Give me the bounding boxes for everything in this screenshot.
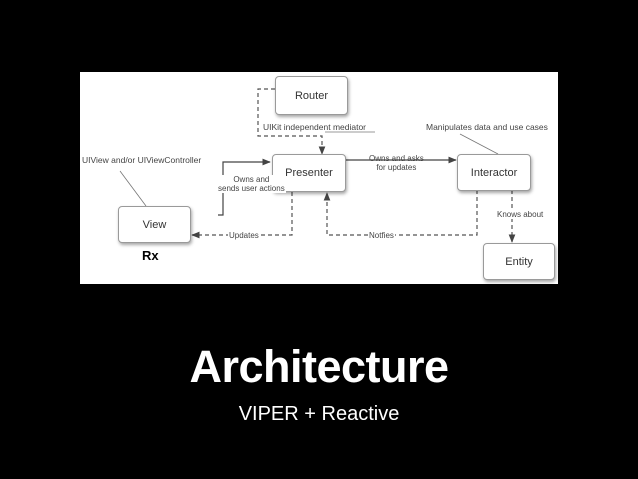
presenter-interactor-label-line1: Owns and asks bbox=[369, 154, 424, 163]
presenter-interactor-label-line2: for updates bbox=[376, 163, 417, 172]
view-node: View bbox=[118, 206, 191, 243]
router-note: UIKit independent mediator bbox=[263, 122, 367, 132]
router-presenter-edge bbox=[257, 88, 326, 155]
router-node: Router bbox=[275, 76, 348, 115]
view-presenter-label: Owns and sends user actions bbox=[217, 175, 286, 193]
presenter-interactor-label: Owns and asks for updates bbox=[369, 154, 424, 172]
viper-diagram: Router Presenter Interactor View Entity … bbox=[80, 72, 558, 284]
view-note-leader bbox=[119, 170, 147, 207]
knows-about-label: Knows about bbox=[496, 210, 545, 219]
view-note: UIView and/or UIViewController bbox=[82, 155, 202, 165]
interactor-note-leader bbox=[459, 133, 499, 155]
notifies-label: Notfies bbox=[368, 231, 395, 240]
interactor-note: Manipulates data and use cases bbox=[426, 122, 548, 132]
view-presenter-label-line1: Owns and bbox=[233, 175, 270, 184]
interactor-node: Interactor bbox=[457, 154, 531, 191]
interactor-presenter-edge bbox=[323, 190, 478, 236]
presenter-view-edge bbox=[191, 192, 293, 239]
rx-label: Rx bbox=[142, 248, 159, 263]
slide-subtitle: VIPER + Reactive bbox=[238, 403, 400, 425]
updates-label: Updates bbox=[228, 231, 260, 240]
slide-title: Architecture bbox=[189, 341, 449, 392]
entity-node: Entity bbox=[483, 243, 555, 280]
view-presenter-label-line2: sends user actions bbox=[218, 184, 285, 193]
